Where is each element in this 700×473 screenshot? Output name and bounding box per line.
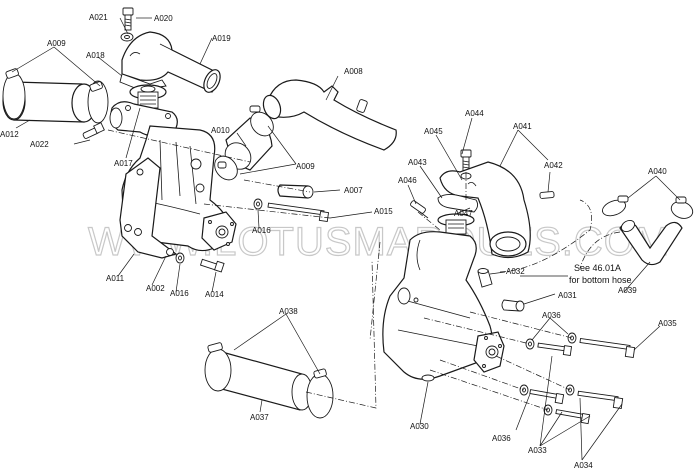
washer-a036-2[interactable] <box>567 332 577 344</box>
label-a046[interactable]: A046 <box>398 176 417 185</box>
label-a016-mid[interactable]: A016 <box>252 226 271 235</box>
pump-flange-left[interactable] <box>201 211 237 251</box>
left-assembly <box>2 7 397 419</box>
note-line-2: for bottom hose <box>569 275 632 285</box>
label-a041[interactable]: A041 <box>513 122 532 131</box>
assembly-centerlines <box>107 129 621 411</box>
label-a002[interactable]: A002 <box>146 284 165 293</box>
label-a018[interactable]: A018 <box>86 51 105 60</box>
label-a008[interactable]: A008 <box>344 67 363 76</box>
bolt-a033-3[interactable] <box>555 409 591 425</box>
label-a037[interactable]: A037 <box>250 413 269 422</box>
bolt-a034[interactable] <box>577 390 624 410</box>
outlet-elbow-a019[interactable] <box>121 31 223 95</box>
hose-clip-a009-upper[interactable] <box>246 105 278 140</box>
thermostat-a047[interactable] <box>437 213 475 235</box>
label-a020[interactable]: A020 <box>154 14 173 23</box>
pump-flange-right[interactable] <box>473 331 505 373</box>
washer-a036-1[interactable] <box>525 338 535 350</box>
label-a012[interactable]: A012 <box>0 130 19 139</box>
label-a035[interactable]: A035 <box>658 319 677 328</box>
bolt-a020[interactable] <box>122 7 134 31</box>
label-a044[interactable]: A044 <box>465 109 484 118</box>
gasket-a043[interactable] <box>437 193 479 213</box>
note-line-1: See 46.01A <box>574 263 621 273</box>
hose-clip-left[interactable] <box>2 68 26 120</box>
label-a009-left[interactable]: A009 <box>47 39 66 48</box>
label-a047[interactable]: A047 <box>454 209 473 218</box>
thermostat-left[interactable] <box>129 84 167 109</box>
label-a040[interactable]: A040 <box>648 167 667 176</box>
hose-clip-a038-left[interactable] <box>204 342 232 392</box>
label-a011[interactable]: A011 <box>106 274 125 283</box>
hose-clip-right[interactable] <box>87 80 109 124</box>
label-a014[interactable]: A014 <box>205 290 224 299</box>
label-a030[interactable]: A030 <box>410 422 429 431</box>
label-a043[interactable]: A043 <box>408 158 427 167</box>
label-a009-mid[interactable]: A009 <box>296 162 315 171</box>
label-a039[interactable]: A039 <box>618 286 637 295</box>
label-a036-upper[interactable]: A036 <box>542 311 561 320</box>
label-a015[interactable]: A015 <box>374 207 393 216</box>
label-a034[interactable]: A034 <box>574 461 593 470</box>
bypass-pipe-a008[interactable] <box>260 79 397 151</box>
hose-clip-a040-left[interactable] <box>600 195 629 219</box>
label-a032[interactable]: A032 <box>506 267 525 276</box>
washer-a016-left[interactable] <box>175 252 185 264</box>
label-a033[interactable]: A033 <box>528 446 547 455</box>
right-assembly <box>382 149 695 425</box>
bolt-a015[interactable] <box>267 202 330 223</box>
label-a007[interactable]: A007 <box>344 186 363 195</box>
bolt-a033-1[interactable] <box>537 342 573 357</box>
label-a021[interactable]: A021 <box>89 13 108 22</box>
bolt-a035[interactable] <box>579 338 636 359</box>
washer-a021[interactable] <box>120 32 134 42</box>
sleeve-a031[interactable] <box>501 299 525 312</box>
label-a031[interactable]: A031 <box>558 291 577 300</box>
label-a019[interactable]: A019 <box>212 34 231 43</box>
sleeve-a007[interactable] <box>277 184 314 199</box>
bolt-a044[interactable] <box>460 149 472 172</box>
bracket-a011[interactable] <box>119 157 178 259</box>
part-labels: A021 A020 A019 A009 A018 A012 A022 A017 … <box>0 13 677 470</box>
label-a022[interactable]: A022 <box>30 140 49 149</box>
sensor-a046[interactable] <box>410 200 429 219</box>
bolt-a033-2[interactable] <box>529 389 565 405</box>
label-a045[interactable]: A045 <box>424 127 443 136</box>
hose-a039[interactable] <box>619 218 683 266</box>
sleeve-a032[interactable] <box>477 268 493 288</box>
stub-pipe-a042[interactable] <box>539 191 555 199</box>
label-a010[interactable]: A010 <box>211 126 230 135</box>
bolt-a014[interactable] <box>199 258 225 273</box>
label-a016-left[interactable]: A016 <box>170 289 189 298</box>
label-a038[interactable]: A038 <box>279 307 298 316</box>
washer-a016-mid[interactable] <box>253 198 263 210</box>
leader-lines <box>11 17 681 461</box>
hose-clip-a040-right[interactable] <box>669 196 695 221</box>
water-pump-body-right[interactable] <box>382 231 493 382</box>
label-a036-lower[interactable]: A036 <box>492 434 511 443</box>
drain-tap-a022[interactable] <box>82 122 105 139</box>
label-a042[interactable]: A042 <box>544 161 563 170</box>
label-a017[interactable]: A017 <box>114 159 133 168</box>
hose-clip-a009-lower[interactable] <box>210 152 242 185</box>
outlet-housing-a041[interactable] <box>439 161 531 259</box>
